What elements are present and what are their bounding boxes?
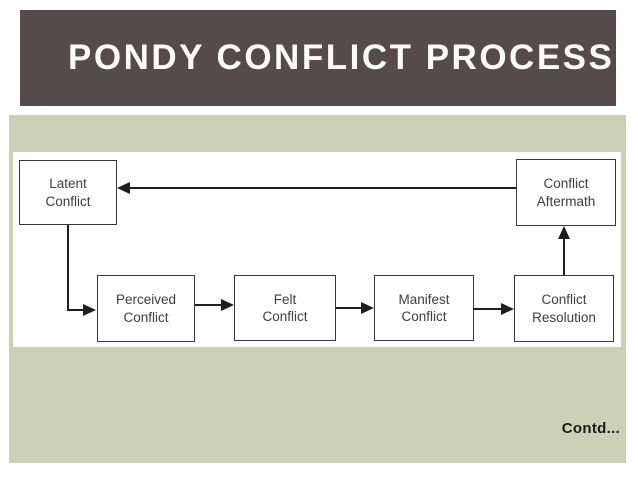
box-label: Manifest Conflict (398, 291, 450, 324)
arrow-perceived-to-felt-line (195, 304, 222, 306)
arrow-right-icon (361, 302, 374, 314)
flowchart-box-latent-conflict: Latent Conflict (19, 160, 117, 225)
slide-title: PONDY CONFLICT PROCESS (68, 38, 615, 77)
flowchart-box-conflict-resolution: Conflict Resolution (514, 275, 614, 342)
arrow-right-icon (83, 304, 96, 316)
arrow-right-icon (501, 303, 514, 315)
arrow-resolution-to-aftermath-line (563, 238, 565, 275)
arrow-right-icon (221, 299, 234, 311)
box-label: Conflict Aftermath (536, 176, 596, 209)
flowchart-box-manifest-conflict: Manifest Conflict (374, 275, 474, 341)
arrow-left-icon (117, 182, 130, 194)
title-bar: PONDY CONFLICT PROCESS (20, 10, 616, 106)
flowchart-box-conflict-aftermath: Conflict Aftermath (516, 159, 616, 226)
arrow-up-icon (558, 226, 570, 239)
box-label: Felt Conflict (262, 291, 308, 324)
arrow-latent-to-perceived-vertical (67, 225, 69, 310)
arrow-aftermath-to-latent-line (129, 187, 516, 189)
content-area: Latent Conflict Perceived Conflict Felt … (9, 115, 626, 463)
box-label: Perceived Conflict (115, 292, 177, 325)
box-label: Latent Conflict (45, 176, 91, 209)
arrow-manifest-to-resolution-line (474, 308, 502, 310)
arrow-latent-to-perceived-horizontal (67, 309, 84, 311)
contd-note: Contd... (561, 420, 620, 437)
box-label: Conflict Resolution (532, 292, 596, 325)
diagram-panel: Latent Conflict Perceived Conflict Felt … (13, 152, 621, 347)
arrow-felt-to-manifest-line (336, 307, 362, 309)
flowchart-box-felt-conflict: Felt Conflict (234, 275, 336, 341)
flowchart-box-perceived-conflict: Perceived Conflict (97, 275, 195, 342)
